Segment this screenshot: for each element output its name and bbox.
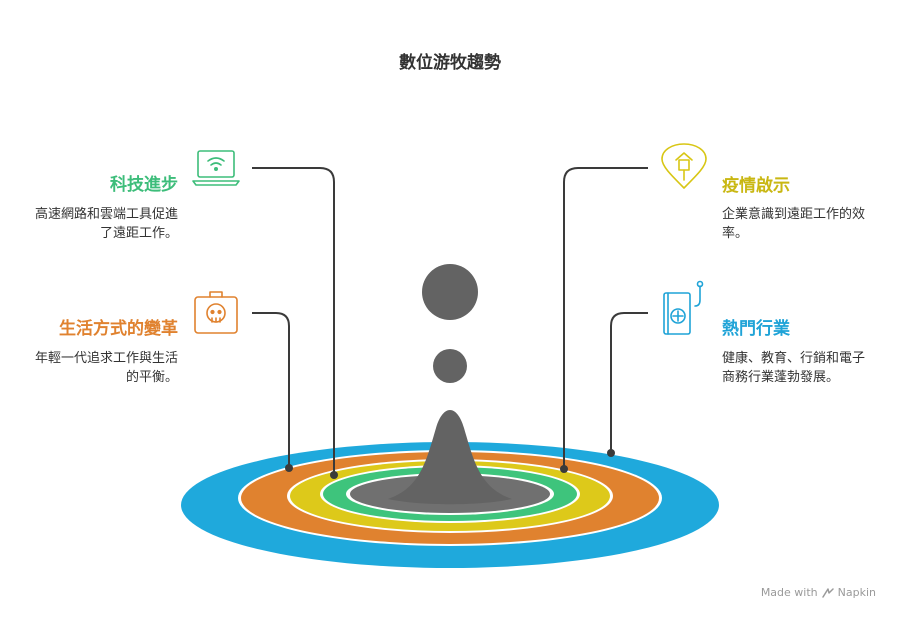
desc-tech: 高速網路和雲端工具促進了遠距工作。 — [34, 207, 178, 241]
medical-book-icon — [663, 280, 704, 335]
location-pin-icon — [661, 143, 707, 189]
heading-industry: 熱門行業 — [722, 319, 790, 339]
desc-pandemic: 企業意識到遠距工作的效率。 — [722, 207, 866, 241]
splash-peak — [388, 410, 512, 505]
heading-lifestyle: 生活方式的變革 — [59, 319, 178, 339]
connector-pandemic — [563, 167, 648, 467]
heading-pandemic: 疫情啟示 — [722, 176, 790, 196]
laptop-wifi-icon — [192, 150, 240, 186]
made-with-label: Made with — [760, 586, 818, 599]
napkin-brand-label: Napkin — [837, 586, 876, 599]
connector-lifestyle — [252, 312, 290, 466]
napkin-logo-icon — [821, 587, 834, 598]
heading-tech: 科技進步 — [110, 175, 178, 195]
connector-tech — [252, 167, 335, 473]
connector-industry — [610, 312, 648, 451]
drop-large — [422, 264, 478, 320]
desc-lifestyle: 年輕一代追求工作與生活的平衡。 — [34, 351, 178, 385]
drop-small — [433, 349, 467, 383]
page-title: 數位游牧趨勢 — [399, 53, 501, 73]
desc-industry: 健康、教育、行銷和電子商務行業蓬勃發展。 — [722, 351, 866, 385]
footer-credit: Made with Napkin — [761, 586, 876, 599]
briefcase-face-icon — [194, 291, 238, 334]
